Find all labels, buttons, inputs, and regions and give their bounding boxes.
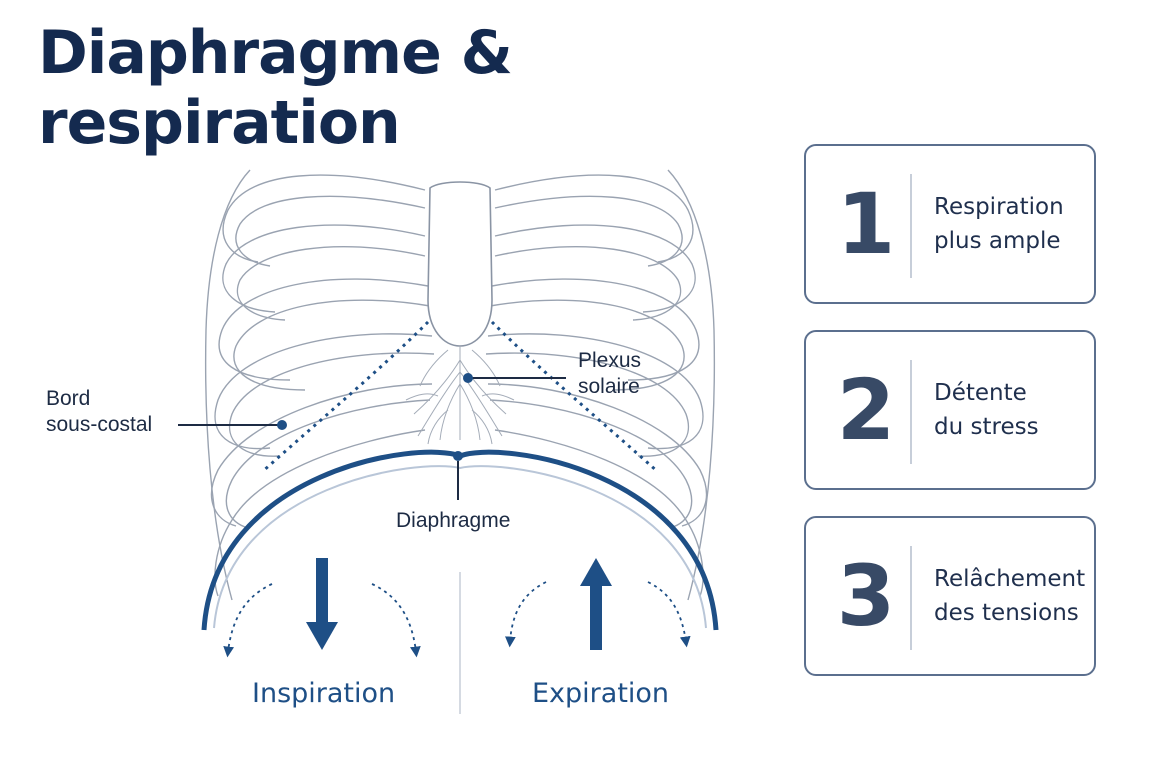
benefit-text: Relâchement des tensions [934,518,1094,674]
plexus-nerves [405,346,515,445]
plexus-label: Plexus solaire [578,348,641,400]
title-line-2: respiration [38,88,401,158]
title-line-1: Diaphragme & [38,18,513,88]
bord-label-line-1: Bord [46,387,91,410]
bord-leader-dot [277,420,287,430]
benefit-text-line-1: Respiration [934,194,1064,220]
arrow-up-icon [580,558,612,650]
expiration-label: Expiration [532,678,670,709]
diaphragme-label: Diaphragme [396,509,511,532]
benefit-card-1: 1 Respiration plus ample [804,144,1096,304]
benefit-text-line-1: Relâchement [934,566,1086,592]
sternum [427,181,493,347]
arrow-down-icon [306,558,338,650]
benefit-text-line-2: du stress [934,414,1039,440]
ribs-left [204,169,435,601]
card-divider [910,546,912,650]
curved-dashed-arrow-icon [223,581,691,658]
benefit-number: 1 [836,175,896,273]
diaphragm-leader-dot [453,451,463,461]
card-divider [910,360,912,464]
page-title: Diaphragme & respiration [38,18,513,158]
benefit-number: 2 [836,361,896,459]
benefit-card-3: 3 Relâchement des tensions [804,516,1096,676]
plexus-label-line-2: solaire [578,375,640,398]
card-divider [910,174,912,278]
bord-label-line-2: sous-costal [46,413,153,436]
benefit-text-line-1: Détente [934,380,1027,406]
subcostal-margin-left [260,320,430,474]
benefit-text: Détente du stress [934,332,1094,488]
plexus-leader-dot [463,373,473,383]
benefit-text: Respiration plus ample [934,146,1094,302]
benefit-text-line-2: des tensions [934,600,1079,626]
bord-label: Bord sous-costal [46,386,152,438]
subcostal-margin-right [490,320,660,474]
diaphragm-dome-inner [213,465,707,629]
benefit-text-line-2: plus ample [934,228,1061,254]
plexus-label-line-1: Plexus [578,349,642,372]
benefit-number: 3 [836,547,896,645]
inspiration-label: Inspiration [252,678,396,709]
benefit-card-2: 2 Détente du stress [804,330,1096,490]
